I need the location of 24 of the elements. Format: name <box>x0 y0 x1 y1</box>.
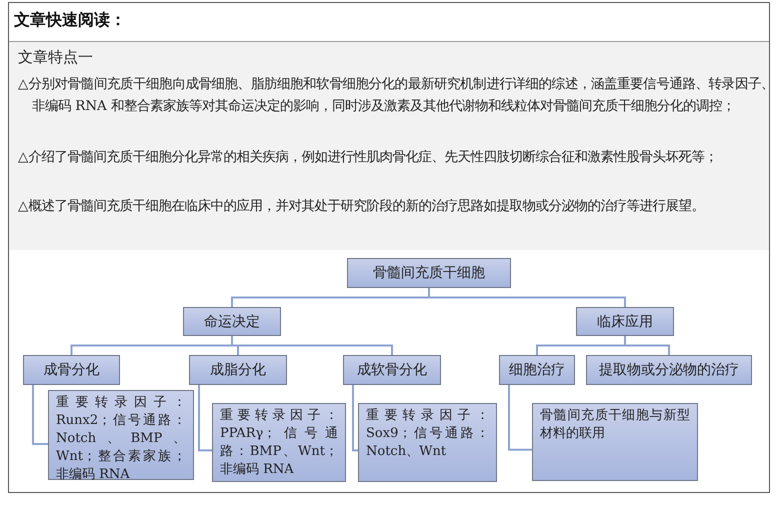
category-box: 命运决定 <box>183 307 281 336</box>
category-box: 细胞治疗 <box>499 355 575 385</box>
category-box: 提取物或分泌物的治疗 <box>586 355 752 385</box>
heading: 文章特点一 <box>18 48 93 67</box>
bullet-paragraph: △分别对骨髓间充质干细胞向成骨细胞、脂肪细胞和软骨细胞分化的最新研究机制进行详细的综述，涵盖重要信号通路、转录因子、非编码 RNA 和整合素家族等对其命运决定的影响，同时涉及激素及其他代谢物和线粒体对骨髓间充质干细胞分化的调控； <box>18 76 774 116</box>
detail-box: 骨髓间充质干细胞与新型材料的联用 <box>532 403 698 481</box>
connector-line <box>32 385 48 445</box>
category-box: 骨髓间充质干细胞 <box>347 258 511 288</box>
connector-line <box>508 385 532 451</box>
bullet-paragraph: △概述了骨髓间充质干细胞在临床中的应用，并对其处于研究阶段的新的治疗思路如提取物或分泌物的治疗等进行展望。 <box>18 198 706 216</box>
detail-box: 重要转录因子：PPARγ；信号通路：BMP、Wnt；非编码 RNA <box>212 403 346 482</box>
detail-box: 重要转录因子：Runx2；信号通路：Notch、BMP、Wnt；整合素家族；非编码 RNA <box>48 390 194 480</box>
category-box: 成骨分化 <box>23 355 120 385</box>
connector-line <box>231 336 393 355</box>
detail-box: 重要转录因子：Sox9；信号通路：Notch、Wnt <box>358 403 497 482</box>
category-box: 成脂分化 <box>189 355 287 385</box>
category-box: 临床应用 <box>576 307 674 336</box>
bullet-paragraph: △介绍了骨髓间充质干细胞分化异常的相关疾病，例如进行性肌肉骨化症、先天性四肢切断综合征和激素性股骨头坏死等； <box>18 148 718 167</box>
connector-line <box>428 288 626 307</box>
connector-line <box>624 336 670 355</box>
connector-line <box>352 385 358 452</box>
connector-line <box>198 385 212 452</box>
title: 文章快速阅读： <box>14 10 126 31</box>
category-box: 成软骨分化 <box>343 355 441 385</box>
